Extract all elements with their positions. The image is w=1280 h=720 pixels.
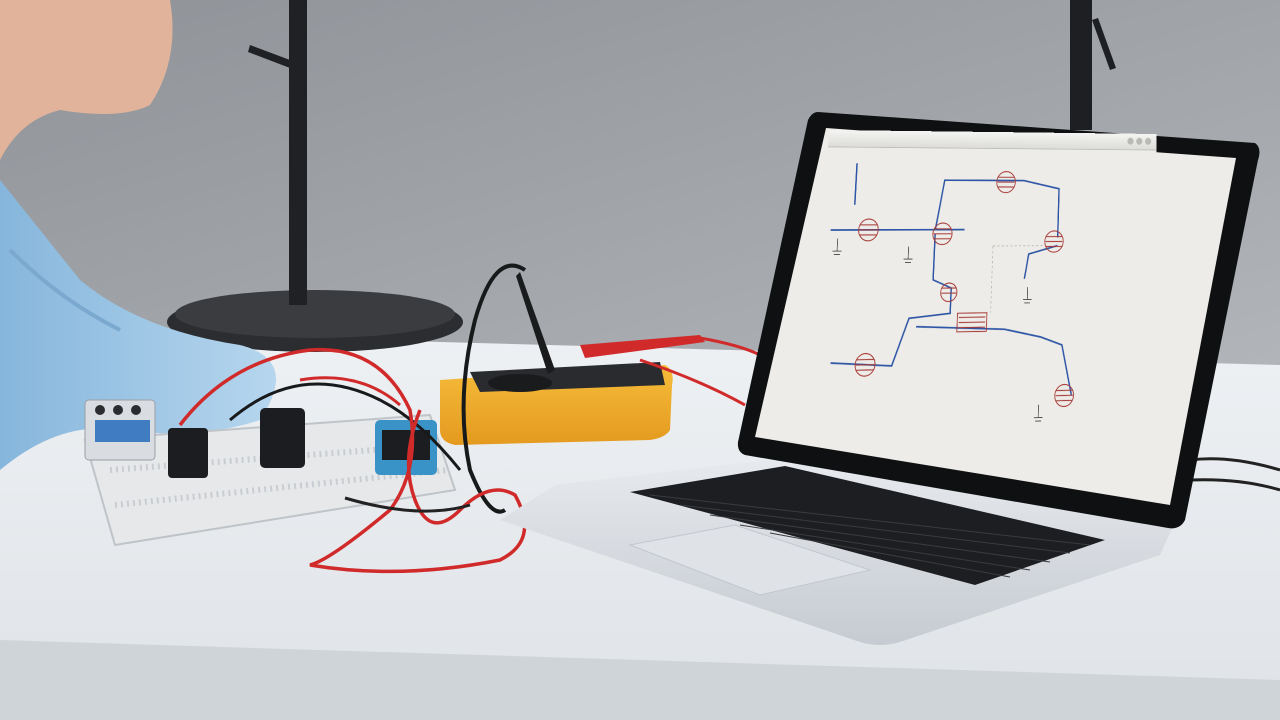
connector-block (260, 408, 305, 468)
close-icon[interactable] (1145, 138, 1151, 145)
schematic-wire (831, 163, 968, 230)
minimize-icon[interactable] (1127, 138, 1133, 145)
schematic-component (858, 219, 879, 241)
maximize-icon[interactable] (1136, 138, 1142, 145)
lamp-pole (289, 0, 307, 305)
schematic-component (932, 223, 952, 245)
schematic-component (1044, 231, 1063, 252)
circuit-schematic (811, 146, 1157, 438)
schematic-component (1054, 384, 1073, 407)
schematic-wire (1024, 246, 1057, 279)
window-controls (1127, 138, 1151, 145)
schematic-component (854, 353, 875, 376)
schematic-component (940, 283, 957, 302)
laptop-screen (811, 130, 1157, 439)
schematic-wire (830, 234, 953, 368)
connector-block (168, 428, 208, 478)
schematic-component (996, 172, 1015, 193)
tripod-pole (1070, 0, 1092, 130)
schematic-wire (913, 324, 1073, 400)
